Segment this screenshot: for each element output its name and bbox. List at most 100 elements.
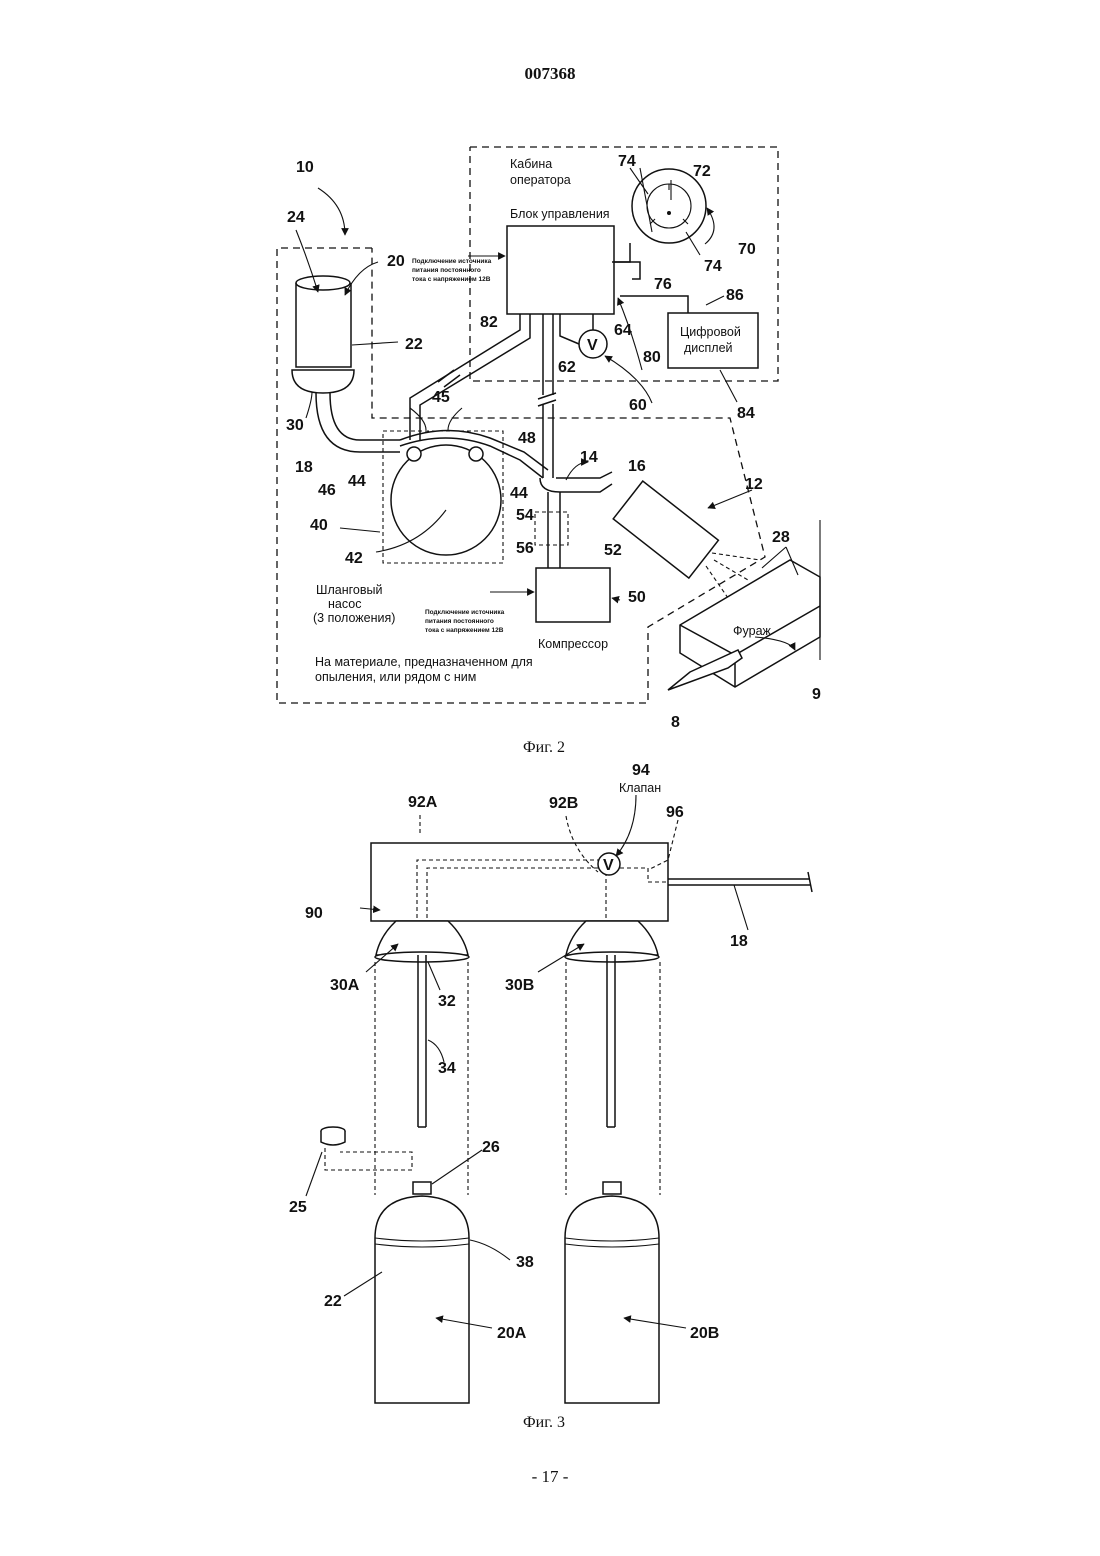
ref-25: 25: [289, 1199, 307, 1216]
cabin-label-2: оператора: [510, 173, 571, 187]
dip-tube-34: [418, 955, 426, 1127]
pump-drum: [391, 445, 501, 555]
figure-2: V: [277, 147, 821, 756]
leader-70: [705, 208, 714, 244]
ref-16: 16: [628, 458, 646, 475]
power-top-3: тока с напряжением 12В: [412, 276, 491, 283]
joystick-inner: [647, 184, 691, 228]
leader-40: [340, 528, 380, 532]
display-label-2: дисплей: [684, 341, 733, 355]
cylinder-20a: [375, 1196, 469, 1403]
ref-14: 14: [580, 449, 598, 466]
power-bottom-1: Подключение источника: [425, 609, 505, 616]
manifold-90: [371, 843, 668, 921]
hose-46: [316, 393, 400, 452]
ref-42: 42: [345, 550, 363, 567]
hose-46b: [330, 393, 400, 440]
page-number: - 17 -: [0, 1467, 1100, 1487]
cabin-label-1: Кабина: [510, 157, 552, 171]
leader-30: [306, 392, 312, 418]
control-unit-box: [507, 226, 614, 314]
ref-22: 22: [405, 336, 423, 353]
ref-10: 10: [296, 159, 314, 176]
leader-74: [630, 168, 652, 232]
hose-16b: [556, 472, 612, 478]
ref-30: 30: [286, 417, 304, 434]
joystick-outer: [632, 169, 706, 243]
ref-82: 82: [480, 314, 498, 331]
insertion-outline-b: [566, 962, 660, 1195]
container-cap: [292, 370, 354, 393]
ref-20: 20: [387, 253, 405, 270]
leader-45b: [448, 408, 462, 430]
power-top-1: Подключение источника: [412, 258, 492, 265]
cap-30a-rim: [375, 952, 469, 962]
ref-50: 50: [628, 589, 646, 606]
hose-18-end: [808, 872, 812, 892]
ref-8: 8: [671, 714, 680, 731]
pump-label-3: (3 положения): [313, 611, 395, 625]
pump-roller: [469, 447, 483, 461]
ref-56: 56: [516, 540, 534, 557]
valve-symbol: V: [587, 337, 598, 354]
display-label-1: Цифровой: [680, 325, 741, 339]
material-label-2: опыления, или рядом с ним: [315, 670, 476, 684]
ref-92a: 92A: [408, 794, 438, 811]
ref-44a: 44: [348, 473, 366, 490]
power-bottom-3: тока с напряжением 12В: [425, 627, 504, 634]
ref-92b: 92B: [549, 795, 578, 812]
ref-45: 45: [432, 389, 450, 406]
ref-28: 28: [772, 529, 790, 546]
leader-10: [318, 188, 345, 235]
pump-label-2: насос: [328, 597, 361, 611]
ref-32: 32: [438, 993, 456, 1010]
valve-26: [413, 1182, 431, 1194]
line-52-54: [548, 492, 560, 568]
leader-26: [432, 1150, 482, 1184]
filter-56: [535, 512, 568, 545]
nozzle-12: [613, 481, 718, 578]
ref-52: 52: [604, 542, 622, 559]
hose-18: [668, 879, 810, 885]
ref-80: 80: [643, 349, 661, 366]
valve-b: [603, 1182, 621, 1194]
ref-74a: 74: [618, 153, 636, 170]
cap-30a: [376, 921, 468, 955]
dip-tube-b: [607, 955, 615, 1127]
container-top: [296, 276, 350, 290]
leader-50: [612, 598, 620, 600]
air-line-upper: [543, 314, 553, 395]
compressor-box: [536, 568, 610, 622]
leader-74b: [686, 232, 700, 255]
ref-60: 60: [629, 397, 647, 414]
ref-12: 12: [745, 476, 763, 493]
ref-44b: 44: [510, 485, 528, 502]
ref-20b: 20B: [690, 1325, 719, 1342]
ref-96: 96: [666, 804, 684, 821]
cap-30b-rim: [565, 952, 659, 962]
ref-22: 22: [324, 1293, 342, 1310]
leader-18: [734, 885, 748, 930]
ref-94: 94: [632, 762, 650, 779]
ref-76: 76: [654, 276, 672, 293]
ref-64: 64: [614, 322, 632, 339]
ref-90: 90: [305, 905, 323, 922]
hose-16: [540, 478, 612, 492]
ref-54: 54: [516, 507, 534, 524]
ref-34: 34: [438, 1060, 456, 1077]
ref-46: 46: [318, 482, 336, 499]
power-top-2: питания постоянного: [412, 267, 481, 274]
valve-label: Клапан: [619, 781, 661, 795]
ref-72: 72: [693, 163, 711, 180]
ref-20a: 20A: [497, 1325, 527, 1342]
ref-26: 26: [482, 1139, 500, 1156]
key-path: [325, 1148, 412, 1170]
wire-86: [620, 296, 688, 313]
leader-34: [428, 1040, 444, 1062]
joystick-center: [667, 211, 671, 215]
ref-38: 38: [516, 1254, 534, 1271]
leader-32: [428, 962, 440, 990]
ref-30b: 30B: [505, 977, 534, 994]
